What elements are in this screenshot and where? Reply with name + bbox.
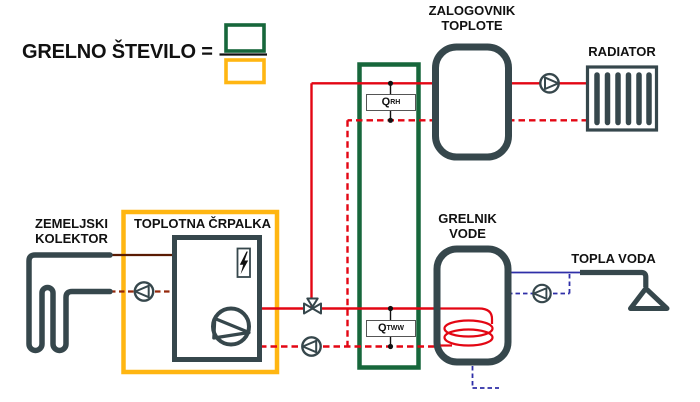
brine-pump-icon [133, 281, 155, 302]
ground-collector-coil [26, 252, 113, 354]
radiator-pump-icon [539, 72, 560, 94]
radiator-fins [594, 72, 652, 126]
buffer-tank-label: ZALOGOVNIK TOPLOTE [428, 3, 516, 33]
heat-pump-label: TOPLOTNA ČRPALKA [134, 216, 271, 231]
return-pump-icon [301, 336, 322, 357]
ground-collector-label: ZEMELJSKI KOLEKTOR [35, 216, 108, 246]
cop-formula-fraction [219, 23, 267, 85]
lightning-bolt-icon [239, 251, 249, 275]
circulation-pump-icon [532, 283, 552, 304]
tap-icon [580, 269, 670, 311]
fraction-denominator-box [224, 58, 266, 85]
water-heater-label: GRELNIK VODE [438, 211, 497, 241]
hot-water-label: TOPLA VODA [571, 251, 656, 266]
radiator-shape [585, 65, 659, 132]
three-way-valve-icon [303, 297, 322, 315]
water-heater-coil [440, 307, 494, 347]
formula-title: GRELNO ŠTEVILO = [22, 41, 213, 63]
heat-meter-boundary-box [357, 62, 421, 370]
heating-supply-line [260, 82, 588, 310]
heat-pump-unit [172, 235, 262, 362]
radiator-label: RADIATOR [588, 44, 656, 59]
compressor-triangle [212, 316, 251, 340]
fraction-numerator-box [224, 23, 266, 53]
junction-dots [387, 80, 394, 350]
buffer-tank-shape [432, 43, 512, 161]
